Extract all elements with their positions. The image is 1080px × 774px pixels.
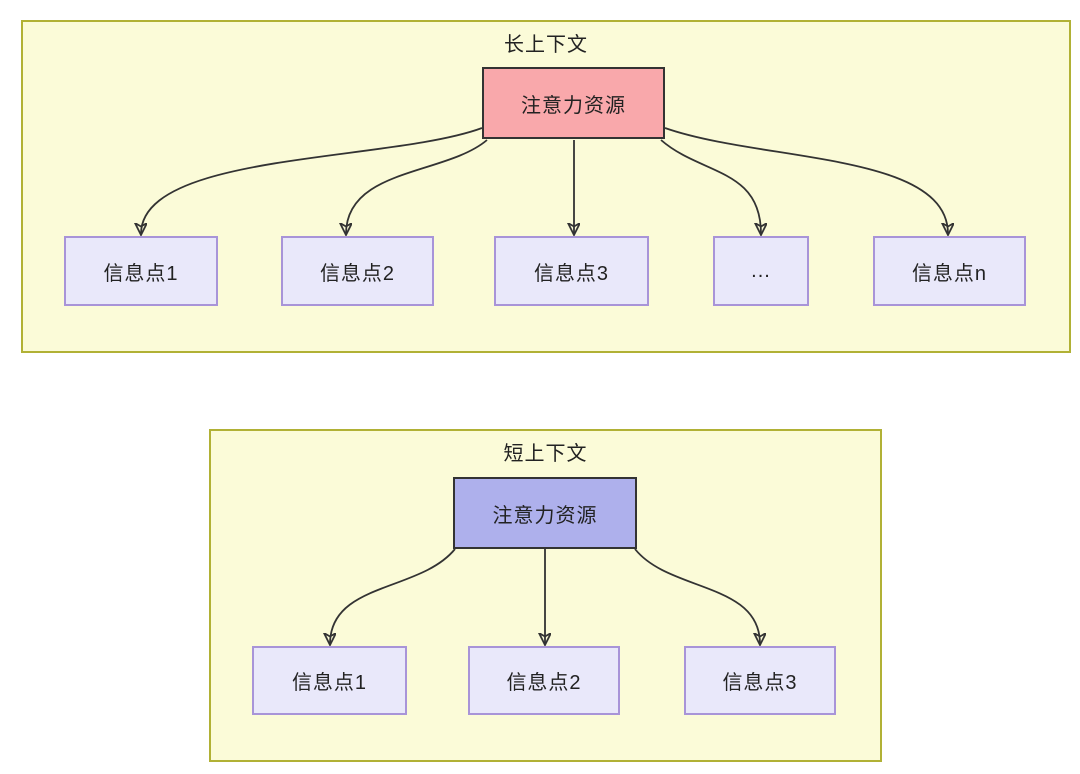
long-info-node-1: 信息点1: [64, 236, 218, 306]
panel-long-title: 长上下文: [504, 34, 588, 56]
long-attention-source-node: 注意力资源: [482, 67, 665, 139]
long-info-node-2: 信息点2: [281, 236, 434, 306]
short-info-node-3: 信息点3: [684, 646, 836, 715]
long-info-node-n: 信息点n: [873, 236, 1026, 306]
short-attention-source-node: 注意力资源: [453, 477, 637, 549]
panel-short-title: 短上下文: [503, 443, 588, 465]
short-info-node-2: 信息点2: [468, 646, 620, 715]
long-info-node-ellipsis: ...: [713, 236, 809, 306]
short-info-node-1: 信息点1: [252, 646, 407, 715]
long-info-node-3: 信息点3: [494, 236, 649, 306]
